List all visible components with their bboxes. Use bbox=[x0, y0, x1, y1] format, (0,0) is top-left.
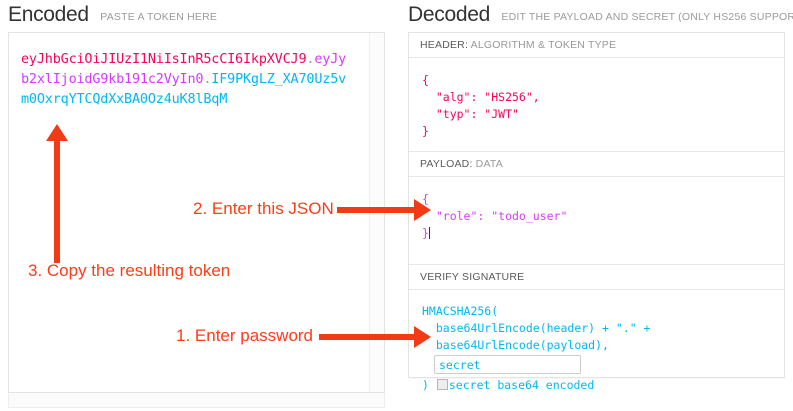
payload-section-label: PAYLOAD: DATA bbox=[409, 152, 784, 177]
header-json-editor[interactable]: { "alg": "HS256", "typ": "JWT" } bbox=[409, 58, 784, 152]
payload-section-label-rest: DATA bbox=[472, 158, 503, 170]
decoded-column-title: Decoded EDIT THE PAYLOAD AND SECRET (ONL… bbox=[408, 3, 793, 27]
encoded-subtitle: PASTE A TOKEN HERE bbox=[100, 11, 218, 23]
text-caret bbox=[428, 227, 430, 239]
hmac-line-1: HMACSHA256( bbox=[422, 304, 499, 318]
decoded-token-panel: HEADER: ALGORITHM & TOKEN TYPE { "alg": … bbox=[408, 32, 785, 392]
payload-json-text: { "role": "todo_user" } bbox=[422, 192, 568, 240]
encoded-token-text[interactable]: eyJhbGciOiJIUzI1NiIsInR5cCI6IkpXVCJ9.eyJ… bbox=[21, 49, 351, 109]
token-separator-1: . bbox=[306, 51, 315, 67]
annotation-step-2-text: 2. Enter this JSON bbox=[193, 199, 334, 218]
annotation-step-1-arrow-head bbox=[414, 326, 431, 348]
encoded-column-title: Encoded PASTE A TOKEN HERE bbox=[8, 3, 217, 27]
signature-section-label-strong: VERIFY SIGNATURE bbox=[420, 271, 525, 283]
payload-section-label-strong: PAYLOAD: bbox=[420, 158, 473, 170]
token-signature-segment: IF9PKgLZ_XA70Uz5vm0OxrqYTCQdXxBA0Oz4uK8l… bbox=[21, 71, 347, 107]
base64-encoded-checkbox[interactable] bbox=[436, 379, 448, 390]
base64-encoded-label: secret base64 encoded bbox=[448, 378, 595, 392]
annotation-step-3-arrow-head bbox=[46, 124, 68, 141]
annotation-step-3-text: 3. Copy the resulting token bbox=[28, 261, 231, 280]
header-section-label-strong: HEADER: bbox=[420, 39, 469, 51]
annotation-step-3-arrow-shaft bbox=[54, 141, 60, 263]
annotation-step-1-text: 1. Enter password bbox=[176, 326, 314, 345]
annotation-step-2-arrow-shaft bbox=[337, 207, 416, 213]
header-section-label-rest: ALGORITHM & TOKEN TYPE bbox=[468, 39, 617, 51]
token-header-segment: eyJhbGciOiJIUzI1NiIsInR5cCI6IkpXVCJ9 bbox=[21, 51, 307, 67]
hmac-line-2: base64UrlEncode(header) + "." + bbox=[422, 321, 651, 335]
secret-input[interactable] bbox=[434, 355, 581, 374]
signature-section-label: VERIFY SIGNATURE bbox=[409, 265, 784, 290]
encoded-horizontal-scrollbar[interactable] bbox=[8, 393, 385, 408]
header-section-label: HEADER: ALGORITHM & TOKEN TYPE bbox=[409, 33, 784, 58]
token-separator-2: . bbox=[203, 71, 212, 87]
encoded-title: Encoded bbox=[8, 3, 89, 26]
annotation-step-2-arrow-head bbox=[414, 199, 431, 221]
token-payload-segment: eyJyb2xlIjoidG9kb191c2VyIn0 bbox=[21, 51, 347, 87]
decoded-title: Decoded bbox=[408, 3, 490, 26]
decoded-subtitle: EDIT THE PAYLOAD AND SECRET (ONLY HS256 … bbox=[501, 11, 793, 23]
annotation-step-1-arrow-shaft bbox=[319, 334, 416, 340]
payload-json-editor[interactable]: { "role": "todo_user" } bbox=[409, 177, 784, 265]
closing-paren: ) bbox=[422, 378, 429, 392]
signature-verify-block: HMACSHA256( base64UrlEncode(header) + ".… bbox=[409, 290, 784, 404]
hmac-line-3: base64UrlEncode(payload), bbox=[422, 338, 609, 352]
